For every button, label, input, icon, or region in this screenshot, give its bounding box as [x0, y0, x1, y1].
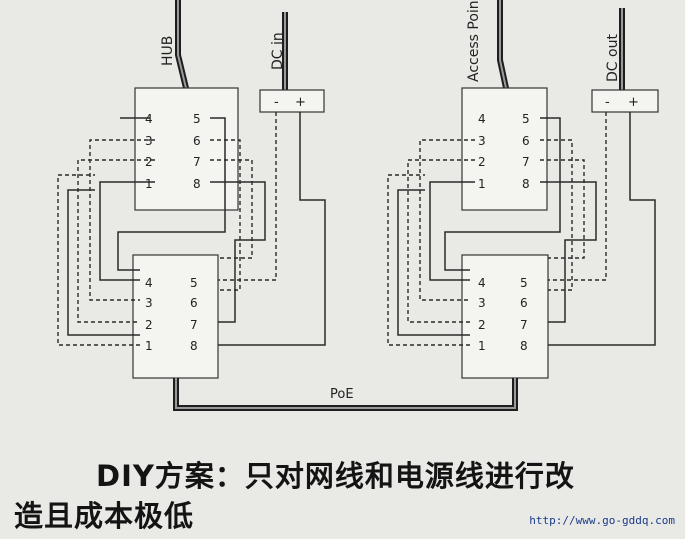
caption-line-1: DIY方案：只对网线和电源线进行改 [96, 459, 575, 493]
pin-label: 8 [193, 177, 201, 191]
pin-label: 4 [145, 112, 153, 126]
pin-label: 1 [478, 339, 486, 353]
pin-label: 2 [145, 318, 153, 332]
pin-label: 1 [478, 177, 486, 191]
poe-label: PoE [330, 387, 354, 402]
pin-label: 7 [520, 318, 528, 332]
right-assembly: Access Point DC out - + 4 5 3 6 2 7 1 8 [387, 0, 659, 379]
pin-label: 5 [520, 276, 528, 290]
left-assembly: HUB DC in - + 4 5 3 6 2 7 1 8 [57, 0, 326, 379]
pin-label: 2 [145, 155, 153, 169]
pin-label: 6 [522, 134, 530, 148]
pin-label: 6 [193, 134, 201, 148]
pin-label: 7 [193, 155, 201, 169]
pin-label: 6 [520, 296, 528, 310]
pin-label: 5 [190, 276, 198, 290]
hub-top-connector [134, 87, 239, 211]
pin-label: 5 [193, 112, 201, 126]
pin-label: 4 [478, 112, 486, 126]
pin-label: 4 [145, 276, 153, 290]
dc-out-minus: - [605, 95, 610, 110]
dc-in-plus: + [295, 95, 306, 110]
dc-out-connector [591, 89, 659, 113]
pin-label: 6 [190, 296, 198, 310]
pin-label: 5 [522, 112, 530, 126]
pin-label: 7 [522, 155, 530, 169]
poe-cable: PoE [173, 378, 518, 411]
pin-label: 8 [520, 339, 528, 353]
dc-in-connector [259, 89, 325, 113]
access-point-label-text: Access Point [466, 0, 482, 82]
watermark-url: http://www.go-gddq.com [529, 514, 675, 527]
dc-out-plus: + [628, 95, 639, 110]
access-point-label: Access Point [466, 0, 482, 82]
ap-bottom-connector [461, 254, 549, 379]
dc-in-minus: - [274, 95, 279, 110]
pin-label: 3 [145, 134, 153, 148]
pin-label: 1 [145, 177, 153, 191]
pin-label: 3 [145, 296, 153, 310]
dc-out-label: DC out [605, 34, 621, 82]
pin-label: 1 [145, 339, 153, 353]
caption: DIY方案：只对网线和电源线进行改 造且成本极低 [14, 456, 674, 536]
pin-label: 2 [478, 155, 486, 169]
caption-line-2: 造且成本极低 [14, 499, 195, 533]
pin-label: 8 [522, 177, 530, 191]
hub-label: HUB [160, 36, 176, 66]
pin-label: 8 [190, 339, 198, 353]
pin-label: 3 [478, 296, 486, 310]
pin-label: 3 [478, 134, 486, 148]
pin-label: 2 [478, 318, 486, 332]
pin-label: 7 [190, 318, 198, 332]
hub-bottom-connector [132, 254, 219, 379]
ap-top-connector [461, 87, 548, 211]
dc-in-label: DC in [270, 32, 286, 70]
pin-label: 4 [478, 276, 486, 290]
